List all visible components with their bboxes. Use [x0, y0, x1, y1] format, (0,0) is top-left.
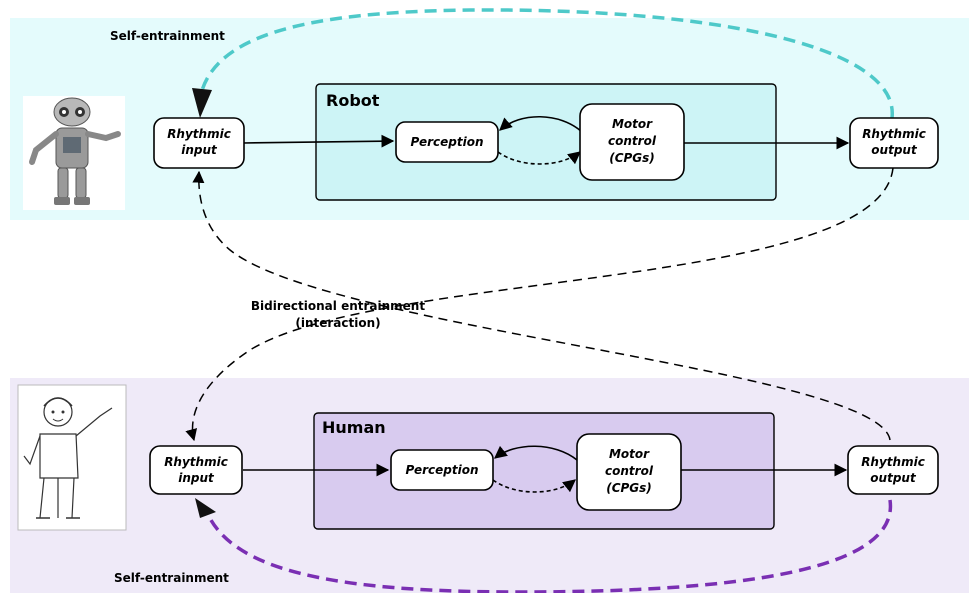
human-motor-to-perception-arrow: [493, 445, 578, 461]
svg-text:Rhythmic: Rhythmic: [167, 127, 231, 141]
interaction-label-line1: Bidirectional entrainment: [251, 299, 425, 313]
human-rhythmic-output-node: Rhythmic output: [847, 445, 939, 495]
svg-text:Motor: Motor: [609, 447, 650, 461]
svg-text:control: control: [605, 464, 654, 478]
svg-text:input: input: [181, 143, 218, 157]
human-self-entrainment-label: Self-entrainment: [114, 571, 229, 585]
svg-text:output: output: [870, 471, 917, 485]
robot-input-to-perception-arrow: [242, 134, 395, 148]
interaction-loop-human-out-to-robot-in: [192, 170, 891, 441]
svg-text:Rhythmic: Rhythmic: [862, 127, 926, 141]
human-perception-node: Perception: [390, 449, 494, 491]
robot-perception-node: Perception: [395, 121, 499, 163]
svg-text:Rhythmic: Rhythmic: [164, 455, 228, 469]
human-rhythmic-input-node: Rhythmic input: [149, 445, 243, 495]
robot-panel: [315, 83, 777, 201]
svg-text:output: output: [871, 143, 918, 157]
robot-motor-control-node: Motor control (CPGs): [579, 103, 685, 181]
svg-text:control: control: [608, 134, 657, 148]
human-panel-title: Human: [322, 418, 386, 437]
robot-self-entrainment-label: Self-entrainment: [110, 29, 225, 43]
svg-text:Rhythmic: Rhythmic: [861, 455, 925, 469]
svg-text:input: input: [178, 471, 215, 485]
human-self-arrowhead: [195, 498, 216, 518]
human-perception-to-motor-arrow: [492, 479, 577, 493]
person-sketch-icon: [17, 384, 127, 531]
robot-icon: [23, 96, 125, 210]
svg-text:Perception: Perception: [410, 135, 483, 149]
robot-perception-to-motor-arrow: [497, 151, 582, 165]
human-motor-control-node: Motor control (CPGs): [576, 433, 682, 511]
robot-self-arrowhead: [192, 88, 212, 118]
robot-self-entrainment-loop: [198, 8, 894, 119]
svg-text:Motor: Motor: [612, 117, 653, 131]
interaction-loop-robot-out-to-human-in: [185, 167, 894, 442]
robot-motor-to-perception-arrow: [499, 115, 583, 133]
robot-rhythmic-output-node: Rhythmic output: [849, 117, 939, 169]
human-self-entrainment-loop: [204, 499, 893, 593]
svg-text:(CPGs): (CPGs): [609, 151, 655, 165]
robot-rhythmic-input-node: Rhythmic input: [153, 117, 245, 169]
svg-text:(CPGs): (CPGs): [606, 481, 652, 495]
interaction-label-line2: (interaction): [295, 316, 380, 330]
svg-text:Perception: Perception: [405, 463, 478, 477]
robot-panel-title: Robot: [326, 91, 380, 110]
